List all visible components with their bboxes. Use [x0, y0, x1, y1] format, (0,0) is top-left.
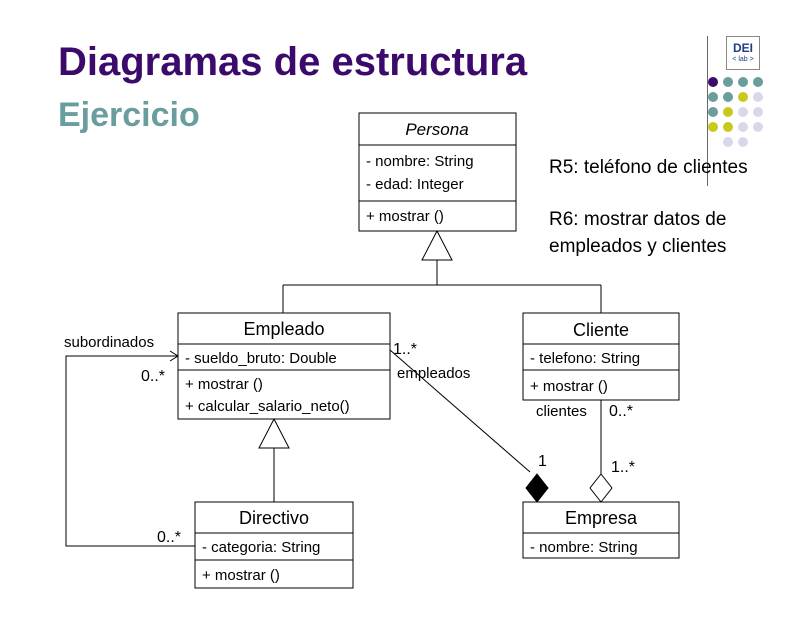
dot: [723, 122, 733, 132]
dot: [708, 107, 718, 117]
operation: + mostrar (): [530, 378, 608, 395]
dot: [708, 122, 718, 132]
multiplicity-empresa-aggregation: 1..*: [611, 459, 635, 476]
logo-subtext: < lab >: [732, 56, 754, 63]
composition-diamond: [525, 473, 549, 503]
aggregation-diamond: [589, 473, 613, 503]
note-r6-line1: R6: mostrar datos de: [549, 209, 727, 230]
multiplicity-clientes: 0..*: [609, 403, 633, 420]
multiplicity-empresa-composition: 1: [538, 453, 547, 470]
multiplicity-empleados: 1..*: [393, 341, 417, 358]
attribute: - sueldo_bruto: Double: [185, 350, 337, 367]
dot: [738, 122, 748, 132]
class-empleado: Empleado - sueldo_bruto: Double + mostra…: [177, 312, 391, 420]
dot: [753, 92, 763, 102]
role-subordinados: subordinados: [64, 334, 154, 351]
dot: [723, 92, 733, 102]
dot: [738, 107, 748, 117]
class-empresa: Empresa - nombre: String: [522, 501, 680, 559]
dot: [723, 107, 733, 117]
attribute: - edad: Integer: [366, 176, 464, 193]
generalization-arrow-persona: [421, 229, 453, 261]
multiplicity-subordinados-bottom: 0..*: [157, 529, 181, 546]
dot: [738, 77, 748, 87]
class-name: Cliente: [573, 320, 629, 340]
attribute: - categoria: String: [202, 539, 320, 556]
dot: [723, 77, 733, 87]
dot: [753, 77, 763, 87]
logo-text: DEI: [732, 41, 753, 55]
dot: [738, 137, 748, 147]
dot: [708, 77, 718, 87]
dot: [753, 122, 763, 132]
class-cliente: Cliente - telefono: String + mostrar (): [522, 312, 680, 401]
dot: [738, 92, 748, 102]
dei-lab-logo: DEI < lab >: [726, 36, 760, 70]
multiplicity-subordinados-top: 0..*: [141, 368, 165, 385]
class-name: Directivo: [239, 508, 309, 528]
subordinados-association: [65, 355, 195, 547]
note-r6-line2: empleados y clientes: [549, 236, 727, 257]
operation: + mostrar (): [366, 208, 444, 225]
class-name: Persona: [405, 120, 468, 139]
generalization-arrow-empleado: [258, 417, 290, 449]
slide-title: Diagramas de estructura: [58, 40, 528, 84]
dot: [723, 137, 733, 147]
attribute: - telefono: String: [530, 350, 640, 367]
dot: [753, 107, 763, 117]
operation: + calcular_salario_neto(): [185, 398, 350, 415]
role-empleados: empleados: [397, 365, 470, 382]
note-r5: R5: teléfono de clientes: [549, 157, 748, 178]
slide-subtitle: Ejercicio: [58, 96, 200, 134]
class-name: Empresa: [565, 508, 638, 528]
operation: + mostrar (): [185, 376, 263, 393]
empleados-association: [389, 349, 531, 473]
class-directivo: Directivo - categoria: String + mostrar …: [194, 501, 354, 589]
class-name: Empleado: [243, 319, 324, 339]
dot: [708, 92, 718, 102]
header-divider: [707, 36, 708, 186]
role-clientes: clientes: [536, 403, 587, 420]
attribute: - nombre: String: [530, 539, 638, 556]
generalization-line-persona: [282, 260, 602, 313]
class-persona: Persona - nombre: String - edad: Integer…: [358, 112, 517, 232]
operation: + mostrar (): [202, 567, 280, 584]
attribute: - nombre: String: [366, 153, 474, 170]
